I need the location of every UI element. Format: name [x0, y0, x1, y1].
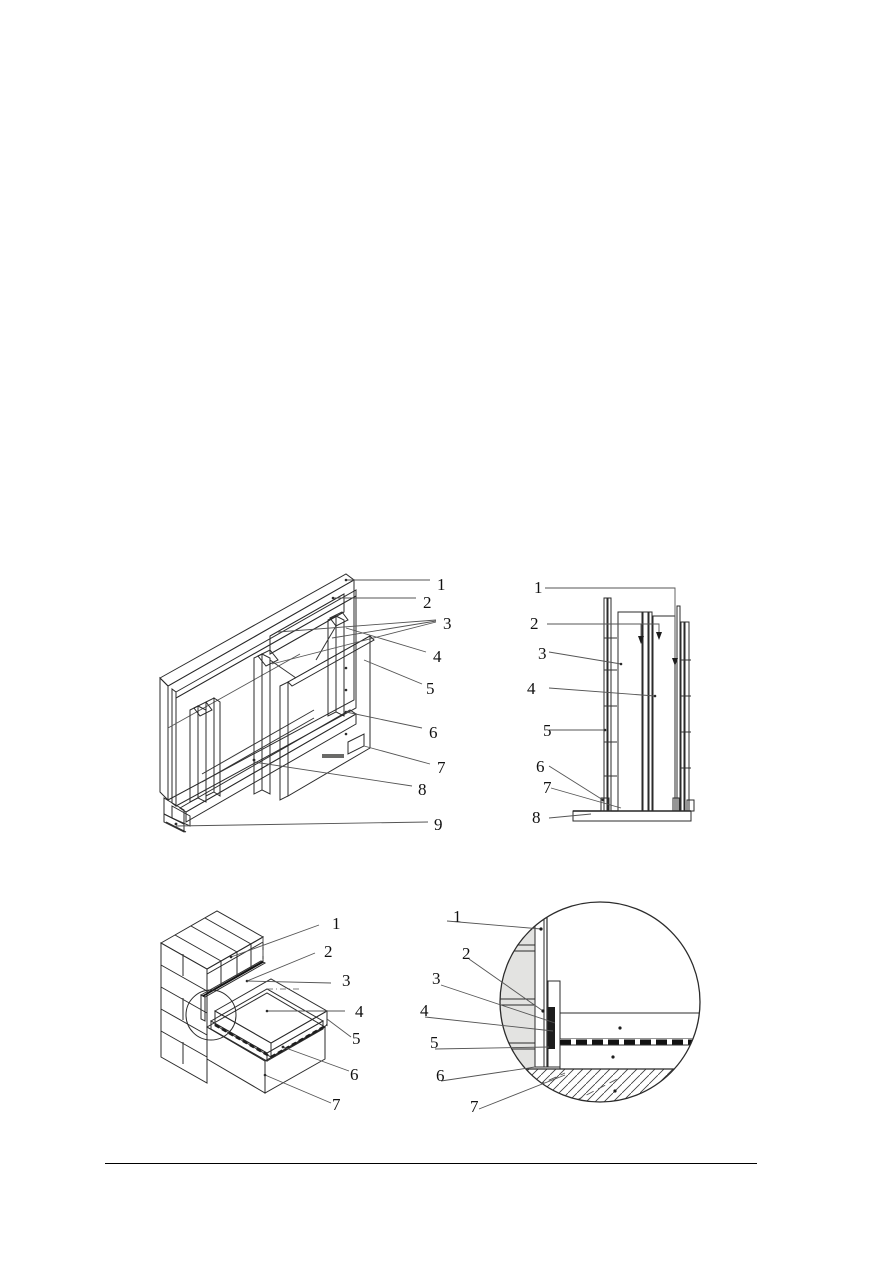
figure-axonometric-framed-wall-assembly: 1 2 3 4 5 6 7 8 9 — [150, 560, 452, 850]
callout-label: 3 — [538, 644, 547, 663]
callout-label: 2 — [423, 593, 432, 612]
callout-label: 7 — [332, 1095, 341, 1114]
callout-label: 9 — [434, 815, 443, 834]
callout-label: 1 — [437, 575, 446, 594]
callout-label: 1 — [453, 907, 462, 926]
callout-label: 3 — [443, 614, 452, 633]
callout-label: 5 — [430, 1033, 439, 1052]
figure-circular-detail-wall-floor-buildup: 1 2 3 4 5 6 7 — [415, 895, 701, 1120]
callout-label: 6 — [429, 723, 438, 742]
callout-label: 2 — [530, 614, 539, 633]
callout-label: 4 — [420, 1001, 429, 1020]
fig-bottom-right-drawing — [424, 901, 701, 1110]
callout-label: 1 — [332, 914, 341, 933]
callout-label: 4 — [527, 679, 536, 698]
callout-label: 1 — [534, 578, 543, 597]
fig-top-left-drawing — [159, 573, 437, 833]
callout-label: 7 — [470, 1097, 479, 1116]
fig-top-right-drawing — [545, 587, 695, 822]
callout-label: 4 — [433, 647, 442, 666]
figure-vertical-section-wall-on-ground: 1 2 3 4 5 6 7 8 — [525, 560, 705, 850]
callout-label: 3 — [342, 971, 351, 990]
callout-label: 6 — [436, 1066, 445, 1085]
callout-label: 5 — [543, 721, 552, 740]
callout-label: 5 — [426, 679, 435, 698]
callout-label: 8 — [532, 808, 541, 827]
callout-label: 6 — [350, 1065, 359, 1084]
fig-bottom-left-drawing — [159, 910, 352, 1104]
callout-label: 6 — [536, 757, 545, 776]
callout-label: 7 — [437, 758, 446, 777]
callout-label: 2 — [462, 944, 471, 963]
callout-label: 4 — [355, 1002, 364, 1021]
footer-divider — [105, 1163, 757, 1164]
figure-axonometric-masonry-wall-floor-junction: 1 2 3 4 5 6 7 — [155, 895, 375, 1120]
callout-label: 5 — [352, 1029, 361, 1048]
callout-label: 7 — [543, 778, 552, 797]
callout-label: 2 — [324, 942, 333, 961]
callout-label: 3 — [432, 969, 441, 988]
callout-label: 8 — [418, 780, 427, 799]
